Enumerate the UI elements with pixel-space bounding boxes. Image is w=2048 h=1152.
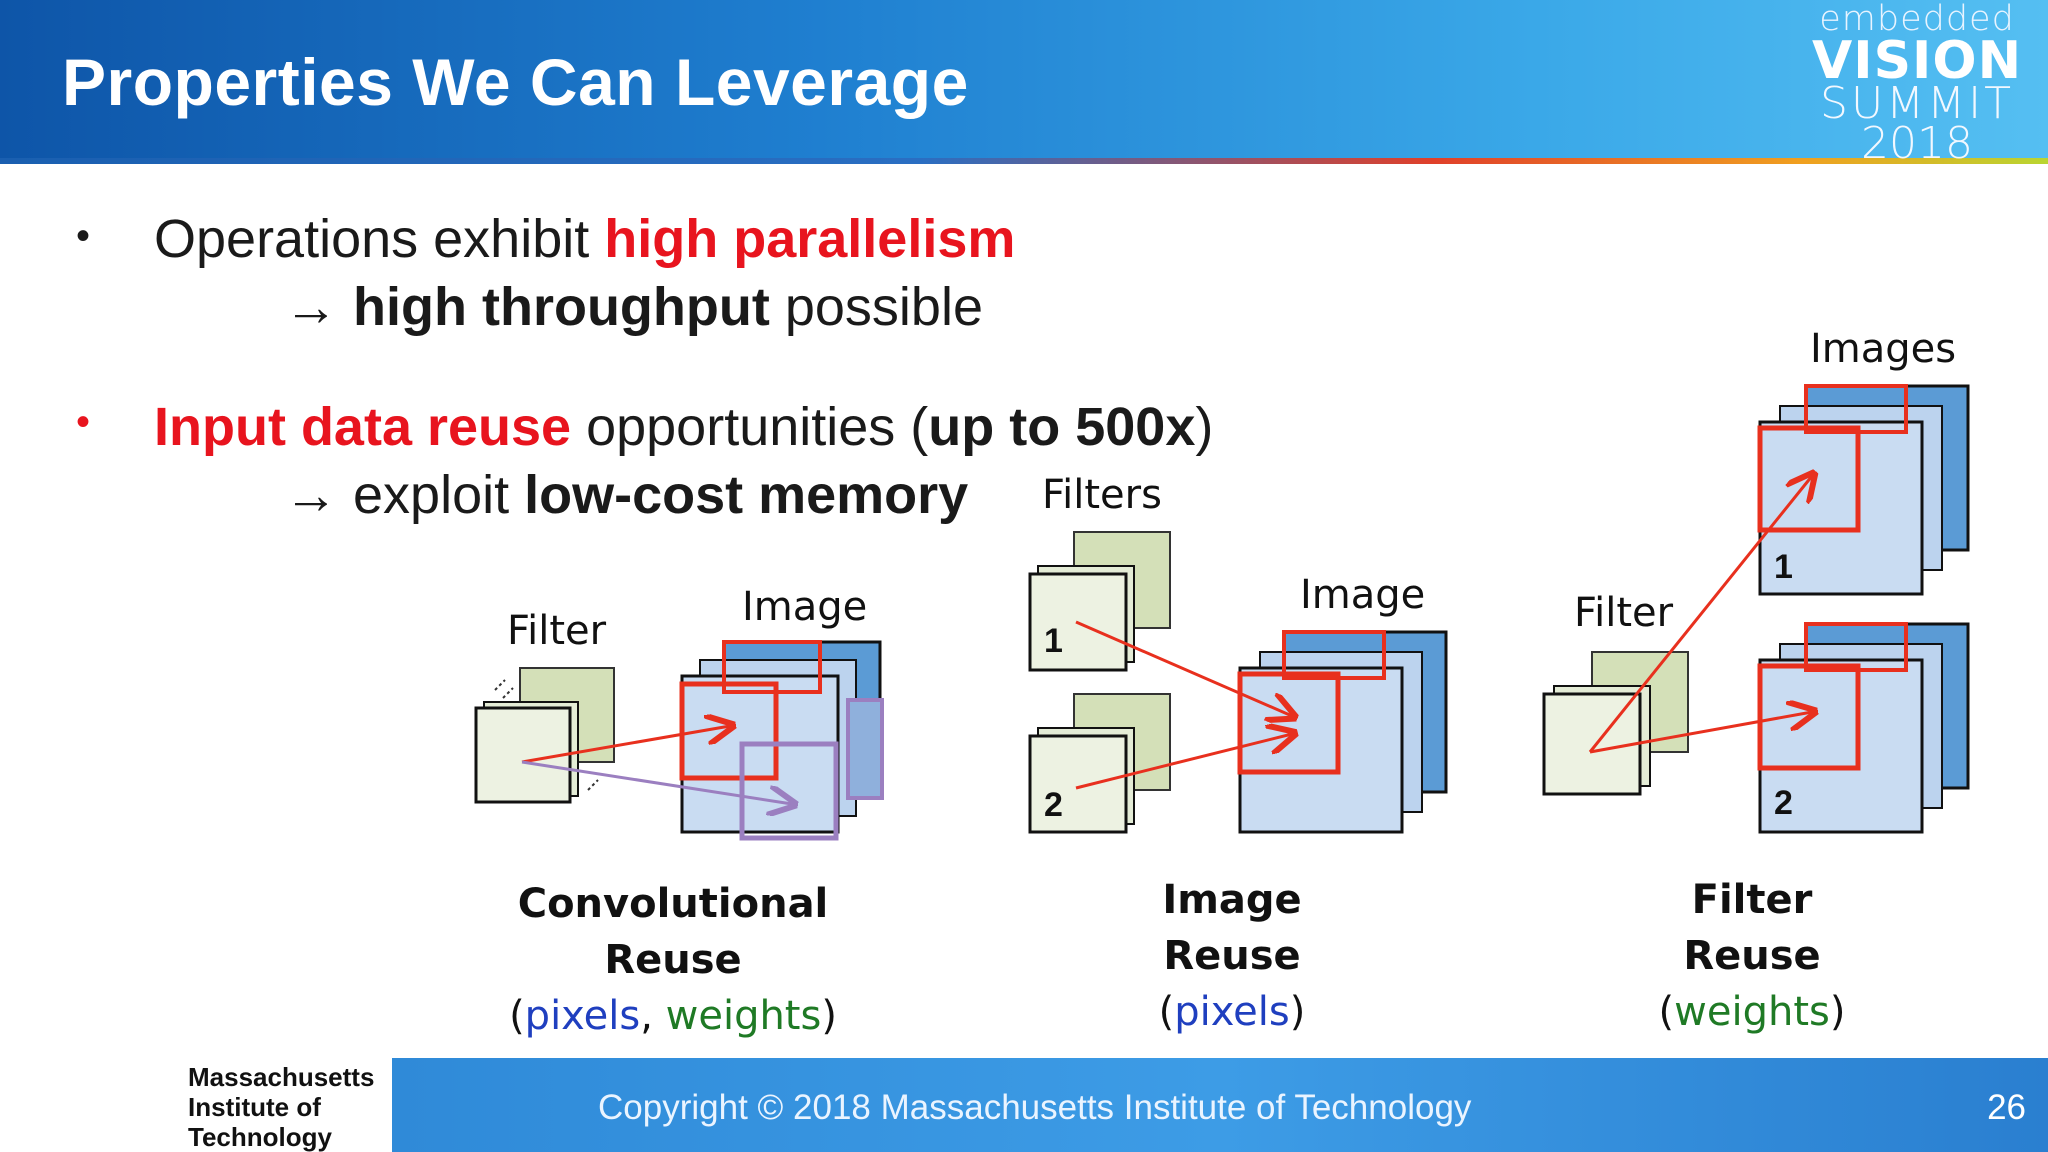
bullet-2-mid: opportunities (: [571, 397, 929, 457]
filter-reuse-caption-sub: (weights): [1642, 984, 1862, 1040]
image-reuse-caption-sub: (pixels): [1132, 984, 1332, 1040]
conv-caption-line-2: Reuse: [604, 937, 742, 983]
bullet-2-sub-bold: low-cost memory: [524, 465, 969, 525]
bullet-1-highlight: high parallelism: [604, 209, 1016, 269]
image-reuse-image-stack: [1237, 630, 1448, 834]
title-underline: [0, 158, 2048, 164]
bullet-1-sub-bold: high throughput: [353, 277, 770, 337]
institution-line-1: Massachusetts: [188, 1062, 375, 1092]
bullet-marker: •: [76, 214, 91, 258]
filter-reuse-images-label: Images: [1810, 326, 1957, 372]
image-reuse-num-1: 1: [1044, 622, 1063, 660]
filter-reuse-num-1: 1: [1774, 548, 1793, 586]
image-reuse-arrow-2: [1075, 734, 1292, 790]
page-number: 26: [1987, 1088, 2026, 1127]
weights-label: weights: [665, 993, 822, 1039]
institution-line-3: Technology: [188, 1122, 332, 1152]
paren-close: ): [821, 993, 837, 1039]
conv-filter-stack: [474, 667, 615, 804]
conv-image-stack: [679, 640, 884, 841]
paren-open: (: [1158, 989, 1175, 1035]
filter-reuse-num-2: 2: [1774, 784, 1793, 822]
filter-reuse-arrow-1: [1588, 476, 1812, 753]
logo-line-1: embedded: [1819, 0, 2015, 39]
filter-reuse-arrow-2: [1589, 712, 1812, 754]
image-reuse-filter-1: [1028, 531, 1171, 672]
conv-caption-sub: (pixels, weights): [473, 988, 873, 1044]
bullet-2-bold: up to 500x: [928, 397, 1196, 457]
conv-filter-label: Filter: [507, 608, 607, 654]
image-reuse-image-label: Image: [1300, 572, 1426, 618]
image-reuse-num-2: 2: [1044, 786, 1063, 824]
image-reuse-filter-2: [1028, 693, 1171, 834]
filter-reuse-caption-line-2: Reuse: [1683, 933, 1821, 979]
paren-open: (: [509, 993, 525, 1039]
bullet-1: Operations exhibit high parallelism: [154, 208, 1015, 270]
filter-reuse-filter-label: Filter: [1574, 590, 1674, 636]
conv-arrow-purple: [521, 760, 792, 804]
event-logo: embedded VISION SUMMIT 2018: [1812, 0, 2023, 166]
bullet-2-sub-pre: exploit: [338, 465, 525, 525]
bullet-2-sub: → exploit low-cost memory: [284, 464, 968, 526]
title-bar: [0, 0, 2048, 162]
bullet-1-text: Operations exhibit: [154, 209, 605, 269]
bullet-1-sub: → high throughput possible: [284, 276, 983, 338]
image-reuse-caption-line-1: Image: [1162, 877, 1302, 923]
bullet-marker: •: [76, 400, 91, 444]
separator: ,: [640, 993, 666, 1039]
logo-line-4: 2018: [1861, 118, 1973, 169]
paren-close: ): [1289, 989, 1306, 1035]
arrow-icon: →: [284, 277, 338, 337]
bullet-2-highlight: Input data reuse: [154, 397, 572, 457]
arrow-icon: →: [284, 465, 338, 525]
conv-caption-line-1: Convolutional: [517, 881, 829, 927]
bullet-2-post: ): [1195, 397, 1214, 457]
filter-reuse-caption: Filter Reuse (weights): [1642, 872, 1862, 1040]
filter-reuse-image-1: [1757, 384, 1970, 596]
filter-reuse-image-2: [1757, 622, 1970, 834]
institution-line-2: Institute of: [188, 1092, 321, 1122]
image-reuse-caption: Image Reuse (pixels): [1132, 872, 1332, 1040]
conv-caption: Convolutional Reuse (pixels, weights): [473, 876, 873, 1044]
conv-arrow-red: [521, 726, 730, 764]
image-reuse-caption-line-2: Reuse: [1163, 933, 1301, 979]
image-reuse-filters-label: Filters: [1042, 472, 1162, 518]
filter-reuse-caption-line-1: Filter: [1691, 877, 1813, 923]
weights-label: weights: [1674, 989, 1830, 1035]
filter-reuse-filter-stack: [1542, 651, 1689, 796]
copyright-notice: Copyright © 2018 Massachusetts Institute…: [598, 1088, 1472, 1127]
bullet-1-sub-rest: possible: [769, 277, 983, 337]
footer-band: [392, 1058, 2048, 1152]
institution-name: Massachusetts Institute of Technology: [188, 1062, 374, 1152]
bullet-2: Input data reuse opportunities (up to 50…: [154, 396, 1213, 458]
slide-title: Properties We Can Leverage: [62, 45, 969, 119]
pixels-label: pixels: [524, 993, 641, 1039]
logo-line-2: VISION: [1812, 31, 2023, 91]
pixels-label: pixels: [1174, 989, 1290, 1035]
paren-close: ): [1829, 989, 1846, 1035]
paren-open: (: [1658, 989, 1675, 1035]
conv-image-label: Image: [742, 584, 868, 630]
image-reuse-arrow-1: [1075, 620, 1292, 716]
logo-line-3: SUMMIT: [1820, 78, 2014, 129]
